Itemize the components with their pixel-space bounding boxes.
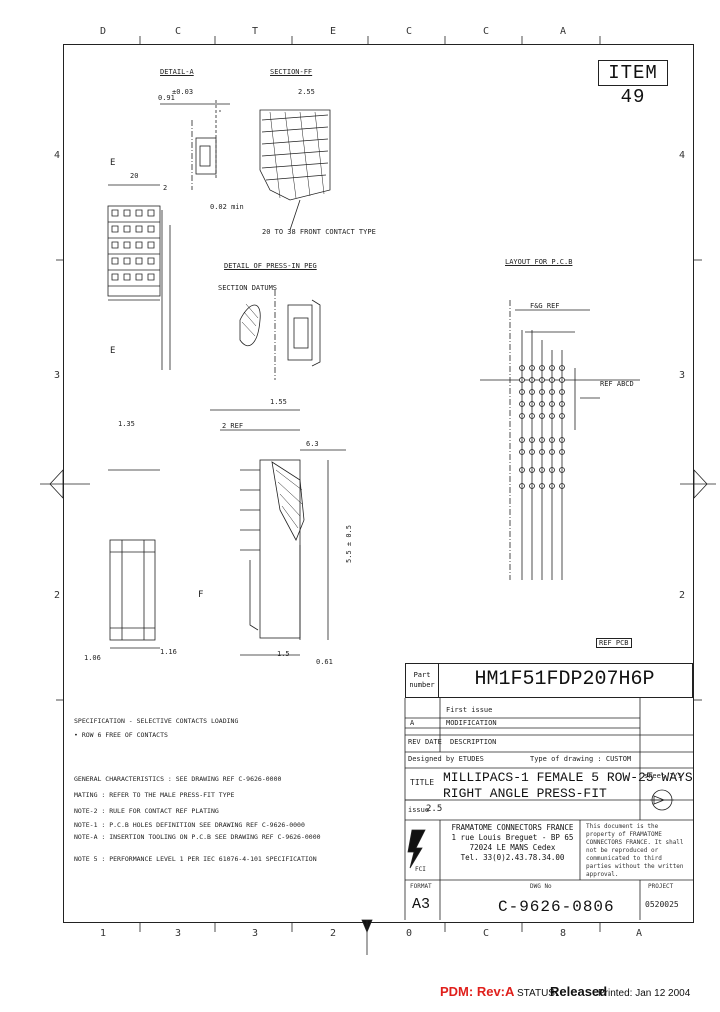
rev-a-desc: MODIFICATION [446, 719, 497, 727]
ruler-bottom-1: 1 [100, 928, 107, 939]
ruler-bottom-6: C [483, 928, 490, 939]
ruler-top-1: D [100, 26, 107, 37]
company-name: FRAMATOME CONNECTORS FRANCE [451, 823, 574, 832]
detail-press-in-label: DETAIL OF PRESS-IN PEG [224, 262, 317, 270]
ruler-top-4: E [330, 26, 337, 37]
contact-type-label: 20 TO 38 FRONT CONTACT TYPE [262, 228, 376, 236]
part-number-box: Part number HM1F51FDP207H6P [405, 663, 693, 698]
company-addr2: 72024 LE MANS Cedex [469, 843, 556, 852]
ruler-top-2: C [175, 26, 182, 37]
printed-date: Printed: Jan 12 2004 [598, 988, 691, 999]
ruler-right-1: 4 [679, 150, 686, 161]
note-2: • ROW 6 FREE OF CONTACTS [74, 731, 168, 739]
ruler-bottom-3: 3 [252, 928, 259, 939]
project-label: PROJECT [648, 883, 674, 890]
first-issue: First issue [446, 706, 493, 714]
ruler-bottom-8: A [636, 928, 643, 939]
note-4: MATING : REFER TO THE MALE PRESS-FIT TYP… [74, 791, 235, 799]
issue-value: 2.5 [426, 804, 443, 814]
note-3: GENERAL CHARACTERISTICS : SEE DRAWING RE… [74, 775, 282, 783]
format-value: A3 [412, 896, 431, 913]
fci-logo-text: FCI [415, 866, 426, 873]
note-6: NOTE-1 : P.C.B HOLES DEFINITION SEE DRAW… [74, 821, 305, 829]
detail-a-label: DETAIL-A [160, 68, 194, 76]
status-value: Released [550, 984, 608, 999]
note-7: NOTE-A : INSERTION TOOLING ON P.C.B SEE … [74, 833, 321, 841]
company-block: FRAMATOME CONNECTORS FRANCE 1 rue Louis … [450, 823, 575, 863]
dim-55: 5.5 ± 0.5 [344, 525, 353, 563]
ruler-top-7: A [560, 26, 567, 37]
rev-a: A [410, 719, 415, 727]
dim-63: 6.3 [306, 440, 319, 448]
e-bottom-label: E [110, 346, 116, 356]
part-number-label-line1: Part [413, 671, 431, 679]
dim-091: 0.91 [158, 94, 175, 102]
part-number-label: Part number [406, 664, 439, 697]
ruler-bottom-2: 3 [175, 928, 182, 939]
company-addr1: 1 rue Louis Breguet - BP 65 [451, 833, 574, 842]
notes-block: SPECIFICATION - SELECTIVE CONTACTS LOADI… [74, 716, 321, 864]
dim-116: 1.16 [160, 648, 177, 656]
ruler-bottom-5: 0 [406, 928, 413, 939]
ruler-right-3: 2 [679, 590, 686, 601]
part-number-value: HM1F51FDP207H6P [474, 668, 655, 691]
section-datums-label: SECTION DATUMS [218, 284, 278, 292]
ref-abcd: REF ABCD [600, 380, 634, 388]
dim-15: 1.5 [277, 650, 290, 658]
ruler-top-6: C [483, 26, 490, 37]
format-label: FORMAT [410, 883, 432, 890]
section-ff-label: SECTION-FF [270, 68, 313, 76]
note-5: NOTE-2 : RULE FOR CONTACT REF PLATING [74, 807, 219, 815]
layout-pcb-label: LAYOUT FOR P.C.B [505, 258, 573, 266]
issue-label: issue [408, 806, 430, 814]
ruler-bottom-7: 8 [560, 928, 567, 939]
part-number-label-line2: number [409, 681, 435, 689]
company-phone: Tel. 33(0)2.43.78.34.00 [460, 853, 565, 862]
property-notice: This document is the property of FRAMATO… [586, 823, 684, 878]
date-col: DATE [425, 738, 442, 746]
title-line-1: MILLIPACS-1 FEMALE 5 ROW-25 WAYS [443, 770, 693, 785]
dim-2: 2 [163, 184, 168, 192]
f-label: F [198, 590, 204, 600]
ruler-right-2: 3 [679, 370, 686, 381]
dim-002: 0.02 min [210, 203, 244, 211]
ruler-left-3: 2 [54, 590, 61, 601]
note-8: NOTE 5 : PERFORMANCE LEVEL 1 PER IEC 610… [74, 855, 317, 863]
e-top-label: E [110, 158, 116, 168]
rev-col: REV [408, 738, 421, 746]
dim-003: ±0.03 [172, 88, 194, 96]
dim-106: 1.06 [84, 654, 101, 662]
dim-255: 2.55 [298, 88, 315, 96]
drawing-label: DWG No [530, 883, 552, 890]
project-value: 0520025 [645, 900, 679, 909]
type-of-drawing: Type of drawing : CUSTOM [530, 755, 632, 763]
drawing-frame [63, 44, 694, 923]
title-line-2: RIGHT ANGLE PRESS-FIT [443, 786, 607, 801]
item-label: ITEM 49 [598, 60, 668, 108]
dim-fg-ref: F&G REF [530, 302, 560, 310]
dim-135: 1.35 [118, 420, 135, 428]
title-prefix: TITLE [410, 778, 435, 787]
ref-pcb: REF PCB [596, 638, 632, 648]
dim-155: 1.55 [270, 398, 287, 406]
designed-by: Designed by ETUDES [408, 755, 484, 763]
ruler-left-2: 3 [54, 370, 61, 381]
pdm-rev: PDM: Rev:A [440, 984, 515, 999]
drawing-number: C-9626-0806 [498, 898, 615, 916]
ruler-top-5: C [406, 26, 413, 37]
ruler-bottom-4: 2 [330, 928, 337, 939]
ruler-top-3: T [252, 26, 259, 37]
desc-col: DESCRIPTION [450, 738, 497, 746]
sheet-number: sheet 1/1 [644, 772, 682, 780]
dim-2ref: 2 REF [222, 422, 244, 430]
dim-20: 20 [130, 172, 139, 180]
ruler-left-1: 4 [54, 150, 61, 161]
status-label: STATUS: [517, 988, 558, 999]
note-1: SPECIFICATION - SELECTIVE CONTACTS LOADI… [74, 717, 239, 725]
dim-061: 0.61 [316, 658, 333, 666]
